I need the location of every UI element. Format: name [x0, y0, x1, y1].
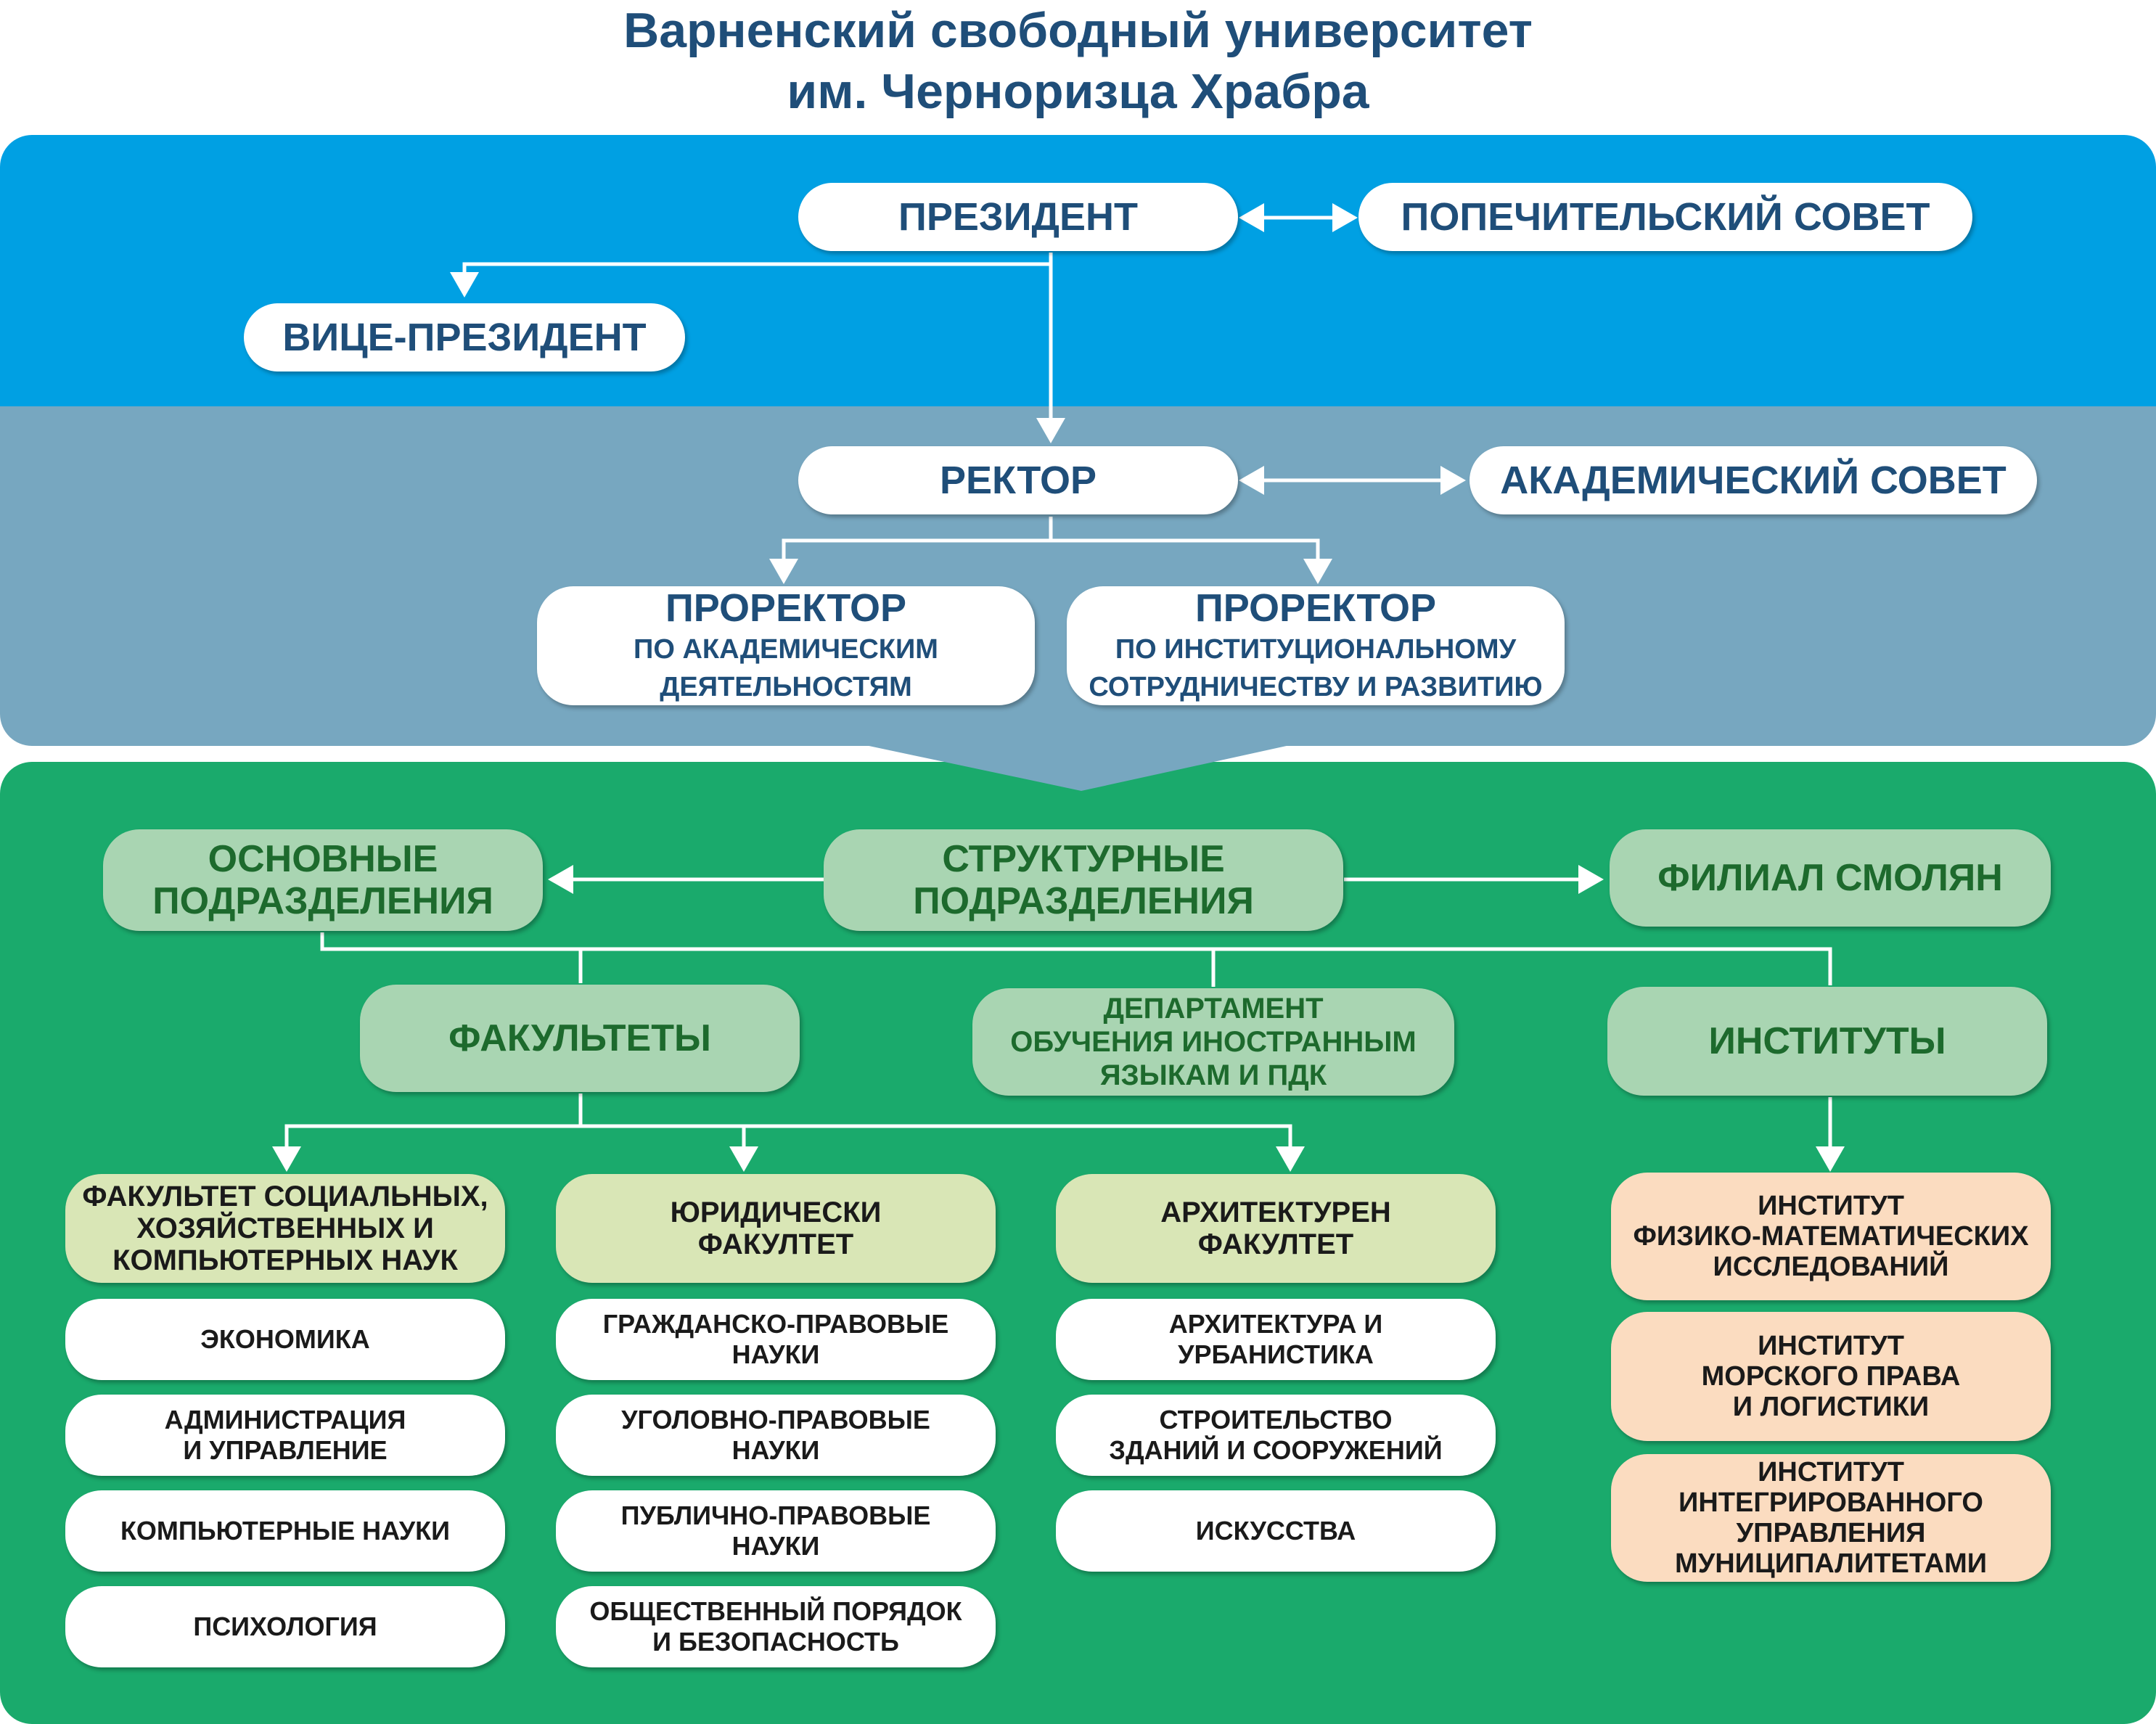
faculties-box[interactable]: ФАКУЛЬТЕТЫ [360, 985, 800, 1092]
institute-line3: ИССЛЕДОВАНИЙ [1713, 1252, 1949, 1282]
page-title-line2: им. Черноризца Храбра [787, 64, 1369, 119]
main-units-line1: ОСНОВНЫЕ [208, 838, 438, 880]
structural-units-line1: СТРУКТУРНЫЕ [942, 838, 1225, 880]
prorector-institutional-line1: ПО ИНСТИТУЦИОНАЛЬНОМУ [1115, 634, 1517, 665]
president-box[interactable]: ПРЕЗИДЕНТ [798, 183, 1238, 251]
faculty-law-box[interactable]: ЮРИДИЧЕСКИ ФАКУЛТЕТ [556, 1174, 996, 1283]
department-criminal-law[interactable]: УГОЛОВНО-ПРАВОВЫЕ НАУКИ [556, 1395, 996, 1476]
institute-municipal-management[interactable]: ИНСТИТУТ ИНТЕГРИРОВАННОГО УПРАВЛЕНИЯ МУН… [1611, 1454, 2051, 1582]
department-construction[interactable]: СТРОИТЕЛЬСТВО ЗДАНИЙ И СООРУЖЕНИЙ [1056, 1395, 1496, 1476]
language-dept-box[interactable]: ДЕПАРТАМЕНТ ОБУЧЕНИЯ ИНОСТРАННЫМ ЯЗЫКАМ … [972, 988, 1454, 1096]
department-label-line1: ГРАЖДАНСКО-ПРАВОВЫЕ [602, 1309, 949, 1339]
department-label-line1: ОБЩЕСТВЕННЫЙ ПОРЯДОК [589, 1596, 962, 1626]
prorector-institutional-title: ПРОРЕКТОР [1194, 586, 1437, 630]
department-architecture-urbanism[interactable]: АРХИТЕКТУРА И УРБАНИСТИКА [1056, 1299, 1496, 1380]
faculty-architecture-line1: АРХИТЕКТУРЕН [1160, 1196, 1391, 1228]
department-label-line1: КОМПЬЮТЕРНЫЕ НАУКИ [120, 1516, 451, 1546]
department-civil-law[interactable]: ГРАЖДАНСКО-ПРАВОВЫЕ НАУКИ [556, 1299, 996, 1380]
institute-line3: И ЛОГИСТИКИ [1732, 1392, 1930, 1422]
department-label-line1: АДМИНИСТРАЦИЯ [164, 1405, 406, 1434]
department-label-line2: НАУКИ [731, 1435, 820, 1465]
institute-line2: ИНТЕГРИРОВАННОГО [1679, 1487, 1983, 1518]
department-label-line2: ЗДАНИЙ И СООРУЖЕНИЙ [1109, 1435, 1443, 1465]
structural-units-line2: ПОДРАЗДЕЛЕНИЯ [913, 880, 1254, 922]
department-public-law[interactable]: ПУБЛИЧНО-ПРАВОВЫЕ НАУКИ [556, 1490, 996, 1572]
branch-smolyan-label: ФИЛИАЛ СМОЛЯН [1657, 857, 2003, 899]
institute-line2: ФИЗИКО-МАТЕМАТИЧЕСКИХ [1633, 1221, 2029, 1252]
department-label-line2: И БЕЗОПАСНОСТЬ [652, 1627, 899, 1657]
department-label-line2: НАУКИ [731, 1339, 820, 1369]
faculty-social-box[interactable]: ФАКУЛЬТЕТ СОЦИАЛЬНЫХ, ХОЗЯЙСТВЕННЫХ И КО… [65, 1174, 505, 1283]
institutes-label: ИНСТИТУТЫ [1708, 1020, 1946, 1062]
faculties-label: ФАКУЛЬТЕТЫ [448, 1017, 711, 1059]
department-label-line1: ЭКОНОМИКА [200, 1324, 370, 1354]
institutes-box[interactable]: ИНСТИТУТЫ [1607, 987, 2047, 1096]
faculty-architecture-line2: ФАКУЛТЕТ [1197, 1228, 1354, 1260]
department-public-order[interactable]: ОБЩЕСТВЕННЫЙ ПОРЯДОК И БЕЗОПАСНОСТЬ [556, 1586, 996, 1667]
department-label-line1: АРХИТЕКТУРА И [1168, 1309, 1383, 1339]
board-of-trustees-box[interactable]: ПОПЕЧИТЕЛЬСКИЙ СОВЕТ [1358, 183, 1972, 251]
president-label: ПРЕЗИДЕНТ [898, 195, 1138, 239]
faculty-social-line3: КОМПЬЮТЕРНЫХ НАУК [112, 1244, 458, 1276]
institute-line1: ИНСТИТУТ [1758, 1191, 1904, 1221]
rector-label: РЕКТОР [940, 459, 1097, 502]
board-of-trustees-label: ПОПЕЧИТЕЛЬСКИЙ СОВЕТ [1401, 195, 1930, 239]
institute-line1: ИНСТИТУТ [1758, 1331, 1904, 1361]
faculty-law-line1: ЮРИДИЧЕСКИ [670, 1196, 882, 1228]
institute-line1: ИНСТИТУТ [1758, 1457, 1904, 1487]
department-psychology[interactable]: ПСИХОЛОГИЯ [65, 1586, 505, 1667]
department-administration[interactable]: АДМИНИСТРАЦИЯ И УПРАВЛЕНИЕ [65, 1395, 505, 1476]
vice-president-label: ВИЦЕ-ПРЕЗИДЕНТ [282, 316, 647, 359]
prorector-academic-line1: ПО АКАДЕМИЧЕСКИМ [634, 634, 938, 665]
faculty-social-line1: ФАКУЛЬТЕТ СОЦИАЛЬНЫХ, [82, 1181, 488, 1212]
department-label-line1: ПСИХОЛОГИЯ [193, 1612, 377, 1641]
institute-maritime-law[interactable]: ИНСТИТУТ МОРСКОГО ПРАВА И ЛОГИСТИКИ [1611, 1312, 2051, 1441]
main-units-box[interactable]: ОСНОВНЫЕ ПОДРАЗДЕЛЕНИЯ [103, 829, 543, 931]
department-label-line1: ПУБЛИЧНО-ПРАВОВЫЕ [620, 1501, 931, 1530]
vice-president-box[interactable]: ВИЦЕ-ПРЕЗИДЕНТ [244, 303, 685, 372]
faculty-architecture-box[interactable]: АРХИТЕКТУРЕН ФАКУЛТЕТ [1056, 1174, 1496, 1283]
page-title-line1: Варненский свободный университет [623, 3, 1533, 58]
department-economics[interactable]: ЭКОНОМИКА [65, 1299, 505, 1380]
rector-box[interactable]: РЕКТОР [798, 446, 1238, 514]
prorector-academic-title: ПРОРЕКТОР [665, 586, 907, 630]
department-label-line2: НАУКИ [731, 1531, 820, 1561]
department-arts[interactable]: ИСКУССТВА [1056, 1490, 1496, 1572]
main-units-line2: ПОДРАЗДЕЛЕНИЯ [152, 880, 493, 922]
institute-line4: МУНИЦИПАЛИТЕТАМИ [1674, 1548, 1988, 1579]
prorector-academic-line2: ДЕЯТЕЛЬНОСТЯМ [660, 672, 912, 702]
department-label-line2: И УПРАВЛЕНИЕ [183, 1435, 388, 1465]
academic-council-label: АКАДЕМИЧЕСКИЙ СОВЕТ [1500, 459, 2007, 502]
department-computer-science[interactable]: КОМПЬЮТЕРНЫЕ НАУКИ [65, 1490, 505, 1572]
structural-units-box[interactable]: СТРУКТУРНЫЕ ПОДРАЗДЕЛЕНИЯ [824, 829, 1343, 931]
department-label-line1: СТРОИТЕЛЬСТВО [1159, 1405, 1393, 1434]
faculty-social-line2: ХОЗЯЙСТВЕННЫХ И [136, 1212, 434, 1244]
academic-council-box[interactable]: АКАДЕМИЧЕСКИЙ СОВЕТ [1470, 446, 2037, 514]
language-dept-line1: ДЕПАРТАМЕНТ [1103, 993, 1324, 1025]
department-label-line2: УРБАНИСТИКА [1178, 1339, 1374, 1369]
faculty-law-line2: ФАКУЛТЕТ [697, 1228, 854, 1260]
prorector-institutional-box[interactable]: ПРОРЕКТОР ПО ИНСТИТУЦИОНАЛЬНОМУ СОТРУДНИ… [1067, 586, 1565, 705]
department-label-line1: ИСКУССТВА [1195, 1516, 1356, 1546]
institute-line3: УПРАВЛЕНИЯ [1736, 1518, 1926, 1548]
department-label-line1: УГОЛОВНО-ПРАВОВЫЕ [621, 1405, 930, 1434]
branch-smolyan-box[interactable]: ФИЛИАЛ СМОЛЯН [1610, 829, 2051, 927]
language-dept-line2: ОБУЧЕНИЯ ИНОСТРАННЫМ [1010, 1026, 1417, 1058]
institute-physics-math[interactable]: ИНСТИТУТ ФИЗИКО-МАТЕМАТИЧЕСКИХ ИССЛЕДОВА… [1611, 1173, 2051, 1300]
language-dept-line3: ЯЗЫКАМ И ПДК [1099, 1059, 1327, 1091]
institute-line2: МОРСКОГО ПРАВА [1701, 1361, 1961, 1392]
prorector-institutional-line2: СОТРУДНИЧЕСТВУ И РАЗВИТИЮ [1089, 672, 1543, 702]
prorector-academic-box[interactable]: ПРОРЕКТОР ПО АКАДЕМИЧЕСКИМ ДЕЯТЕЛЬНОСТЯМ [537, 586, 1035, 705]
